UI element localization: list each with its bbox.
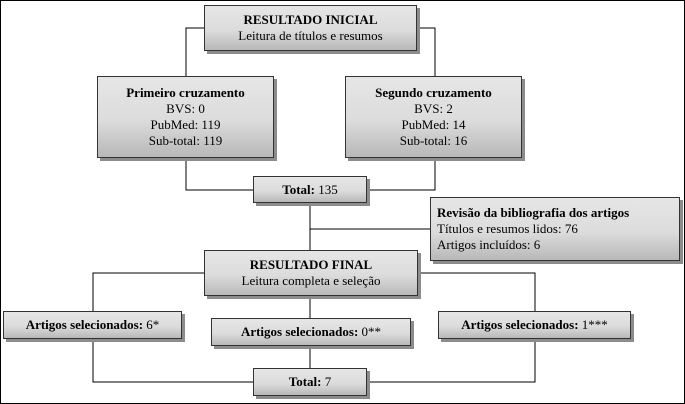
second-cross-subtotal: Sub-total: 16 bbox=[399, 133, 468, 148]
connector bbox=[367, 158, 436, 191]
selected-box-1: Artigos selecionados: 6* bbox=[3, 311, 182, 339]
selected-box-2: Artigos selecionados: 0** bbox=[211, 318, 411, 346]
selected-label: Artigos selecionados: bbox=[461, 317, 579, 332]
initial-subtitle: Leitura de títulos e resumos bbox=[238, 28, 383, 43]
initial-title: RESULTADO INICIAL bbox=[243, 12, 378, 27]
final-title: RESULTADO FINAL bbox=[249, 257, 373, 272]
first-cross-pubmed: PubMed: 119 bbox=[150, 117, 221, 132]
initial-result-box: RESULTADO INICIAL Leitura de títulos e r… bbox=[204, 5, 417, 51]
first-cross-subtotal: Sub-total: 119 bbox=[148, 133, 223, 148]
total-final-box: Total: 7 bbox=[253, 368, 367, 396]
second-cross-box: Segundo cruzamento BVS: 2 PubMed: 14 Sub… bbox=[345, 76, 522, 158]
total-initial-value: 135 bbox=[315, 181, 338, 197]
second-cross-bvs: BVS: 2 bbox=[414, 101, 453, 116]
review-title: Revisão da bibliografia dos artigos bbox=[437, 205, 630, 220]
connector bbox=[417, 27, 436, 76]
connector bbox=[418, 272, 536, 311]
selected-value: 0** bbox=[358, 324, 382, 339]
total-initial-box: Total: 135 bbox=[253, 176, 367, 203]
total-initial-label: Total: bbox=[282, 181, 315, 197]
total-final-value: 7 bbox=[321, 374, 332, 389]
review-included: Artigos incluídos: 6 bbox=[437, 237, 541, 252]
final-result-box: RESULTADO FINAL Leitura completa e seleç… bbox=[204, 250, 418, 296]
total-final-label: Total: bbox=[288, 374, 322, 389]
selected-value: 6* bbox=[143, 317, 160, 332]
first-cross-bvs: BVS: 0 bbox=[166, 101, 205, 116]
first-cross-title: Primeiro cruzamento bbox=[126, 85, 245, 100]
review-box: Revisão da bibliografia dos artigos Títu… bbox=[430, 197, 680, 261]
first-cross-box: Primeiro cruzamento BVS: 0 PubMed: 119 S… bbox=[97, 76, 274, 158]
connector bbox=[367, 339, 536, 383]
connector bbox=[92, 272, 204, 311]
connector bbox=[185, 158, 253, 191]
connector bbox=[92, 339, 253, 383]
second-cross-title: Segundo cruzamento bbox=[375, 85, 492, 100]
selected-label: Artigos selecionados: bbox=[240, 324, 359, 339]
selected-value: 1*** bbox=[578, 317, 608, 332]
selected-label: Artigos selecionados: bbox=[25, 317, 144, 332]
final-subtitle: Leitura completa e seleção bbox=[241, 273, 381, 288]
review-read: Títulos e resumos lidos: 76 bbox=[437, 221, 578, 236]
selected-box-3: Artigos selecionados: 1*** bbox=[438, 311, 631, 339]
second-cross-pubmed: PubMed: 14 bbox=[401, 117, 466, 132]
connector bbox=[185, 27, 204, 76]
